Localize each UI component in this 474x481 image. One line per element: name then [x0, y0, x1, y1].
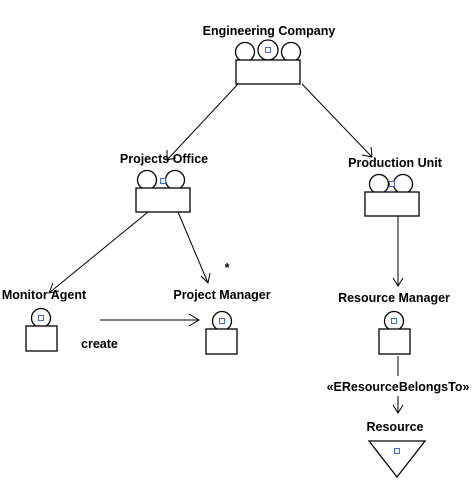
agent-icon	[378, 310, 411, 355]
node-project-manager[interactable]: Project Manager	[173, 288, 271, 355]
edge-production-unit-to-resource-manager	[392, 216, 404, 287]
node-resource[interactable]: Resource	[367, 420, 427, 479]
project-manager-label: Project Manager	[173, 288, 270, 302]
monitor-agent-label: Monitor Agent	[2, 288, 87, 302]
belongs-to-label: «EResourceBelongsTo»	[327, 380, 470, 394]
agent-icon	[205, 310, 238, 355]
resource-label: Resource	[367, 420, 424, 434]
node-resource-manager[interactable]: Resource Manager	[338, 291, 450, 355]
node-projects-office[interactable]: Projects Office	[120, 152, 208, 213]
resource-triangle-icon	[367, 440, 427, 479]
organization-icon	[135, 169, 191, 213]
multiplicity-label: *	[225, 261, 230, 275]
create-label: create	[81, 337, 118, 351]
edge-company-to-production-unit	[301, 83, 373, 158]
production-unit-label: Production Unit	[348, 156, 443, 170]
node-engineering-company[interactable]: Engineering Company	[203, 24, 336, 85]
edge-create	[100, 313, 200, 327]
node-monitor-agent[interactable]: Monitor Agent	[2, 288, 87, 352]
organization-icon	[364, 173, 420, 217]
resource-manager-label: Resource Manager	[338, 291, 450, 305]
organization-icon	[234, 39, 302, 85]
edge-projects-office-to-monitor-agent	[48, 211, 149, 294]
engineering-company-label: Engineering Company	[203, 24, 336, 38]
agent-icon	[25, 307, 58, 352]
node-production-unit[interactable]: Production Unit	[348, 156, 443, 217]
projects-office-label: Projects Office	[120, 152, 208, 166]
edge-resource-manager-to-resource	[392, 356, 404, 414]
edge-company-to-projects-office	[166, 83, 239, 161]
edge-projects-office-to-project-manager	[177, 211, 211, 285]
